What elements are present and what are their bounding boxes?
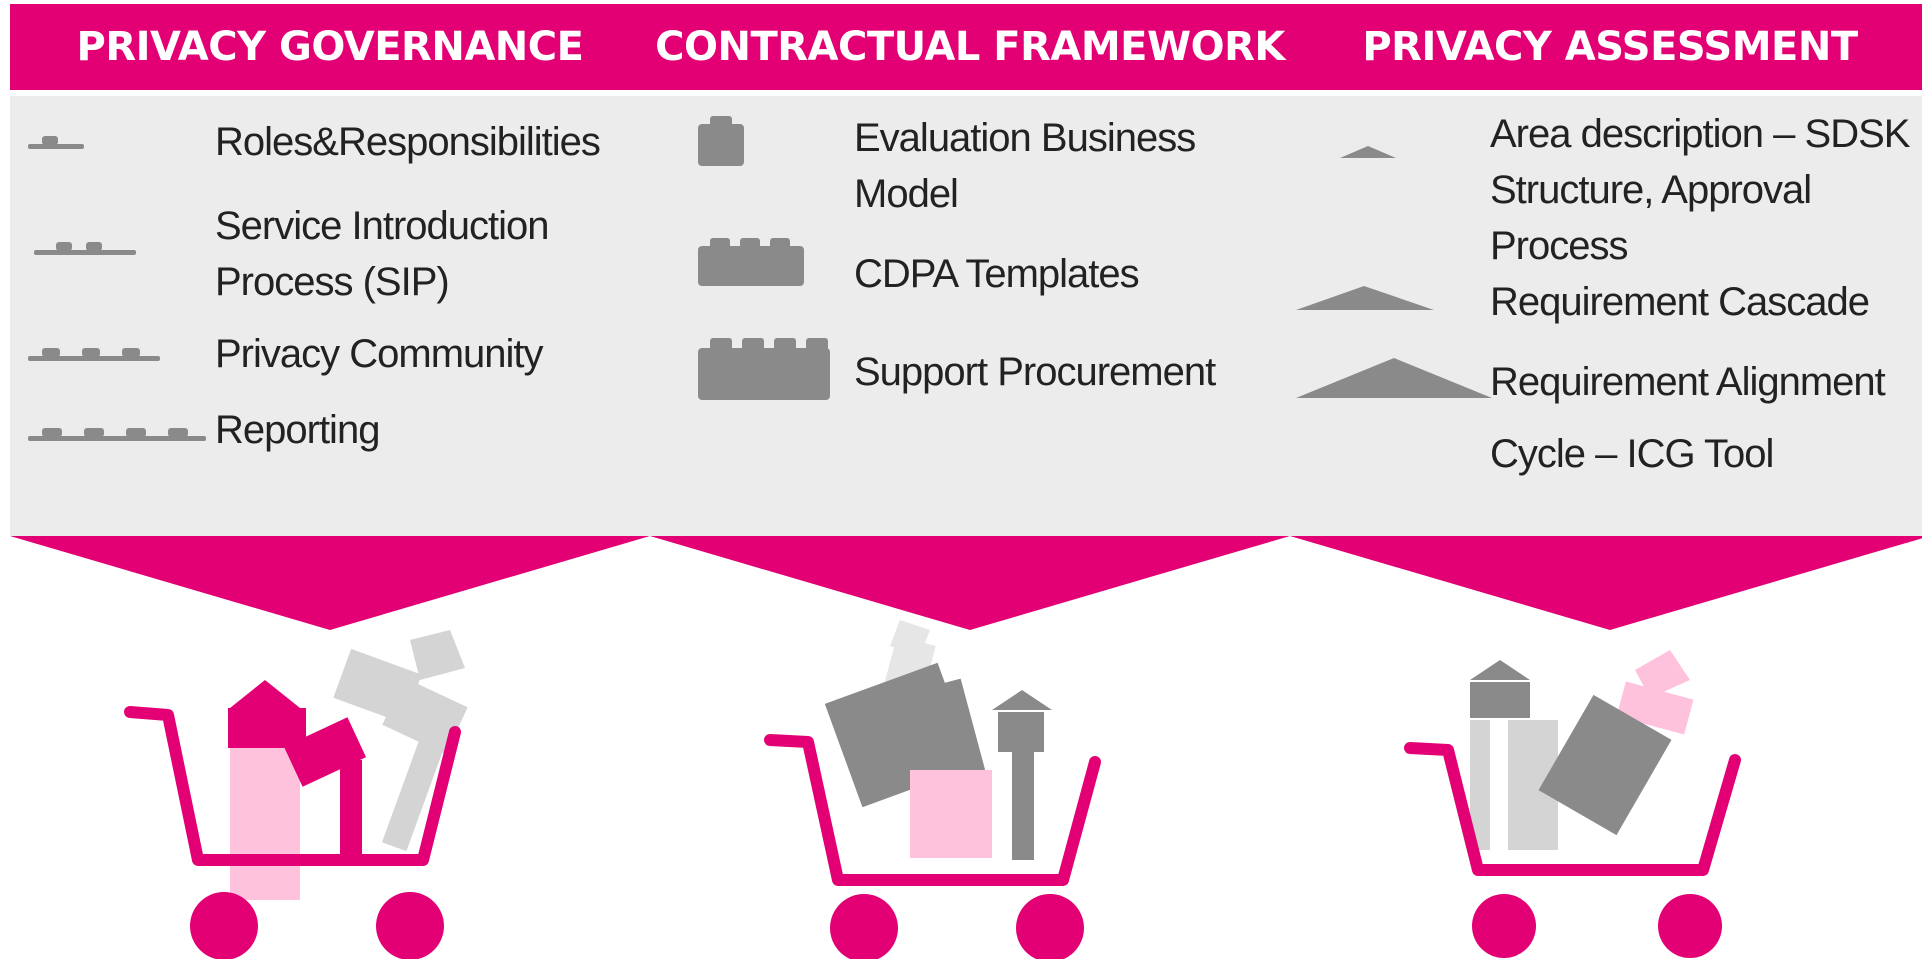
roof-medium-icon <box>1296 286 1434 310</box>
list-item: Reporting <box>215 408 380 452</box>
roof-large-icon <box>1296 358 1492 398</box>
column-privacy-assessment: PRIVACY ASSESSMENT Area description – SD… <box>1290 0 1922 959</box>
plate-1-stud-icon <box>28 136 84 149</box>
funnel-arrow <box>650 536 1290 630</box>
brick-1-stud-icon <box>698 116 744 166</box>
column-header: CONTRACTUAL FRAMEWORK <box>650 4 1290 90</box>
list-item: Cycle – ICG Tool <box>1490 432 1774 476</box>
list-item: Area description – SDSK Structure, Appro… <box>1490 112 1910 268</box>
shopping-cart-icon <box>764 620 1101 959</box>
shopping-cart-icon <box>124 630 468 959</box>
list-item: Evaluation Business Model <box>854 116 1196 216</box>
column-privacy-governance: PRIVACY GOVERNANCE Roles&Responsibilitie… <box>10 0 650 959</box>
items-panel: Roles&Responsibilities Service Introduct… <box>10 96 650 536</box>
cart-bricks <box>1470 650 1694 850</box>
items-panel: Evaluation Business Model CDPA Templates… <box>650 96 1290 536</box>
brick-4-stud-icon <box>698 338 830 400</box>
cart-bricks <box>824 620 1052 860</box>
shopping-cart-icon <box>1404 650 1741 958</box>
cart-bricks <box>228 630 468 900</box>
plate-3-stud-icon <box>28 348 160 361</box>
column-header: PRIVACY ASSESSMENT <box>1290 4 1922 90</box>
brick-3-stud-icon <box>698 238 804 286</box>
items-panel: Area description – SDSK Structure, Appro… <box>1290 96 1922 536</box>
list-item: Service Introduction Process (SIP) <box>215 204 550 304</box>
column-contractual-framework: CONTRACTUAL FRAMEWORK Evaluation Busines… <box>650 0 1290 959</box>
funnel-arrow <box>10 536 650 630</box>
list-item: Requirement Alignment <box>1490 360 1886 404</box>
plate-2-stud-icon <box>34 242 136 255</box>
list-item: Requirement Cascade <box>1490 280 1870 324</box>
plate-4-stud-icon <box>28 428 206 441</box>
list-item: CDPA Templates <box>854 252 1140 296</box>
funnel-arrow <box>1290 536 1922 630</box>
column-header: PRIVACY GOVERNANCE <box>10 4 650 90</box>
list-item: Support Procurement <box>854 350 1216 394</box>
roof-small-icon <box>1340 146 1396 158</box>
list-item: Privacy Community <box>215 332 544 376</box>
list-item: Roles&Responsibilities <box>215 120 601 164</box>
